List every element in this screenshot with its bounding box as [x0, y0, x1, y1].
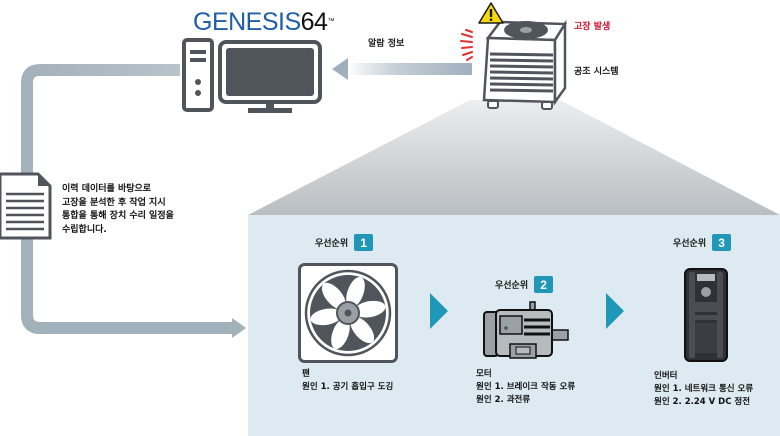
hvac-system-label: 공조 시스템 [574, 67, 619, 77]
hvac-unit-icon [482, 19, 568, 110]
alert-burst-icon [460, 29, 473, 61]
cause-2: 원인 2. 2.24 V DC 정전 [654, 397, 751, 407]
priority-label: 우선순위 [315, 239, 349, 249]
priority-label: 우선순위 [495, 281, 529, 291]
process-description: 이력 데이터를 바탕으로 고장을 분석한 후 작업 지시 통합을 통해 장치 수… [62, 184, 174, 235]
cause-1: 원인 1. 브레이크 작동 오류 [476, 382, 576, 392]
cause-2: 원인 2. 과전류 [476, 395, 531, 405]
alarm-info-label: 알람 정보 [368, 39, 405, 49]
component-name: 모터 [476, 369, 492, 379]
component-fan-text: 팬 원인 1. 공기 흡입구 도깅 [302, 368, 393, 394]
logo-trademark: ™ [327, 18, 334, 25]
priority-label: 우선순위 [673, 239, 707, 249]
component-name: 인버터 [654, 371, 678, 381]
priority-badge: 2 [534, 276, 554, 293]
alarm-arrow [332, 58, 472, 80]
priority-3: 우선순위 3 [673, 234, 732, 251]
next-arrow-icon [606, 293, 624, 329]
component-name: 팬 [302, 369, 310, 379]
fault-occurred-label: 고장 발생 [574, 22, 611, 32]
computer-icon [182, 38, 322, 113]
motor-icon [483, 301, 569, 359]
logo-number: 64 [300, 8, 328, 36]
genesis64-logo: GENESIS64™ [193, 8, 334, 36]
warning-icon [478, 2, 504, 24]
inverter-icon [684, 268, 728, 362]
priority-badge: 1 [354, 234, 374, 251]
priority-2: 우선순위 2 [495, 276, 554, 293]
component-inverter-text: 인버터 원인 1. 네트워크 통신 오류 원인 2. 2.24 V DC 정전 [654, 370, 753, 409]
fan-icon [298, 263, 398, 363]
cause-1: 원인 1. 네트워크 통신 오류 [654, 384, 754, 394]
component-motor-text: 모터 원인 1. 브레이크 작동 오류 원인 2. 과전류 [476, 368, 575, 407]
priority-1: 우선순위 1 [315, 234, 374, 251]
document-icon [0, 172, 52, 240]
logo-brand: GENESIS [193, 8, 301, 36]
priority-badge: 3 [712, 234, 732, 251]
next-arrow-icon [430, 293, 448, 329]
cause-1: 원인 1. 공기 흡입구 도깅 [302, 382, 394, 392]
